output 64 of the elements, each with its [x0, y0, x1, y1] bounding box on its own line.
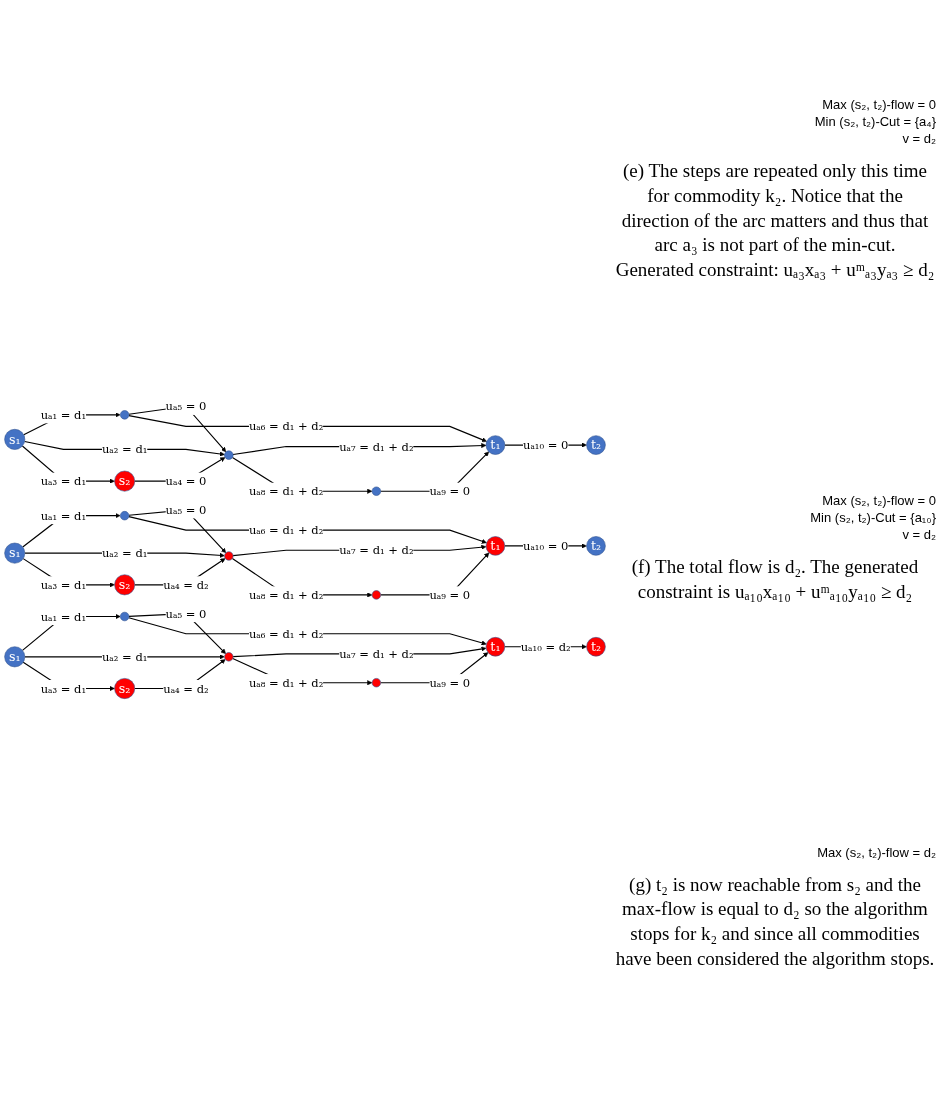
- node-circle: [120, 410, 130, 420]
- edge-label: uₐ₂ = d₁: [101, 442, 148, 457]
- node-circle: s₁: [4, 543, 26, 564]
- node-circle: s₁: [4, 646, 26, 668]
- node-circle: s₂: [114, 678, 136, 700]
- edge-label: uₐ₇ = d₁ + d₂: [339, 440, 414, 454]
- caption-text: (e) The steps are repeated only this time for commodity k₂. Notice that the direction of the arc matters and thus that arc a₃ is not part of the min-cut. Generated constraint: uₐ₃xₐ₃ + uᵐₐ₃yₐ₃ ≥ d₂: [614, 159, 936, 283]
- node-circle: t₂: [586, 435, 606, 456]
- edge-label: uₐ₄ = d₂: [163, 578, 209, 593]
- edge-label: uₐ₃ = d₁: [40, 474, 87, 489]
- node-circle: [224, 551, 234, 561]
- arrow: [128, 415, 487, 443]
- edge-label: uₐ₂ = d₁: [101, 546, 148, 561]
- annotation-text: Max (s₂, t₂)-flow = d₂: [816, 844, 936, 860]
- edge-label: uₐ₅ = 0: [165, 503, 207, 518]
- caption-text: (g) t₂ is now reachable from s₂ and the max-flow is equal to d₂ so the algorithm stops for k₂ and since all commodities have been considered the algorithm stops.: [614, 872, 936, 971]
- node-circle: [371, 487, 381, 497]
- edge-label: uₐ₅ = 0: [165, 607, 207, 621]
- node-circle: [371, 590, 381, 600]
- edge-label: uₐ₉ = 0: [429, 484, 471, 499]
- edge-label: uₐ₈ = d₁ + d₂: [248, 676, 324, 691]
- edge-label: uₐ₄ = 0: [165, 474, 207, 489]
- edge-label: uₐ₁₀ = d₂: [520, 640, 571, 655]
- edge-label: uₐ₉ = 0: [429, 676, 471, 691]
- annotation-text: Max (s₂, t₂)-flow = 0: [821, 97, 936, 113]
- node-circle: [120, 612, 130, 622]
- node-circle: t₁: [485, 435, 506, 456]
- annotation-text: v = d₂: [901, 527, 936, 543]
- edge-label: uₐ₂ = d₁: [101, 650, 148, 665]
- edge-label: uₐ₉ = 0: [429, 588, 471, 603]
- node-circle: [371, 678, 381, 688]
- edge-label: uₐ₁ = d₁: [40, 408, 87, 423]
- annotation-text: Max (s₂, t₂)-flow = 0: [821, 493, 936, 509]
- node-circle: s₁: [4, 429, 26, 451]
- edge-label: uₐ₃ = d₁: [40, 578, 87, 593]
- arrow: [128, 617, 487, 646]
- edge-label: uₐ₆ = d₁ + d₂: [248, 523, 324, 538]
- node-circle: [120, 511, 130, 521]
- node-circle: t₂: [586, 637, 606, 657]
- node-circle: [224, 450, 234, 461]
- edge-label: uₐ₁ = d₁: [40, 509, 87, 523]
- edge-label: uₐ₄ = d₂: [163, 681, 209, 696]
- edge-label: uₐ₇ = d₁ + d₂: [339, 543, 414, 558]
- edge-label: uₐ₅ = 0: [165, 399, 207, 414]
- arrow: [128, 516, 487, 545]
- edge-label: uₐ₆ = d₁ + d₂: [248, 627, 324, 642]
- node-circle: t₂: [586, 536, 606, 556]
- node-circle: s₂: [114, 574, 136, 596]
- caption-text: (f) The total flow is d₂. The generated constraint is uₐ₁₀xₐ₁₀ + uᵐₐ₁₀yₐ₁₀ ≥ d₂: [630, 555, 920, 604]
- node-circle: t₁: [485, 637, 506, 657]
- edge-label: uₐ₆ = d₁ + d₂: [248, 419, 324, 434]
- edge-label: uₐ₈ = d₁ + d₂: [248, 484, 324, 499]
- annotation-text: v = d₂: [901, 131, 936, 147]
- node-circle: s₂: [114, 471, 136, 492]
- annotation-text: Min (s₂, t₂)-Cut = {a₄}: [813, 114, 936, 130]
- node-circle: [224, 652, 234, 662]
- edge-label: uₐ₈ = d₁ + d₂: [248, 588, 324, 603]
- annotation-text: Min (s₂, t₂)-Cut = {a₁₀}: [809, 510, 936, 526]
- edge-label: uₐ₁₀ = 0: [523, 438, 569, 453]
- edge-label: uₐ₁ = d₁: [40, 609, 87, 624]
- edge-label: uₐ₁₀ = 0: [523, 539, 569, 554]
- edge-label: uₐ₃ = d₁: [40, 681, 87, 696]
- edge-label: uₐ₇ = d₁ + d₂: [339, 647, 414, 662]
- node-circle: t₁: [485, 536, 506, 556]
